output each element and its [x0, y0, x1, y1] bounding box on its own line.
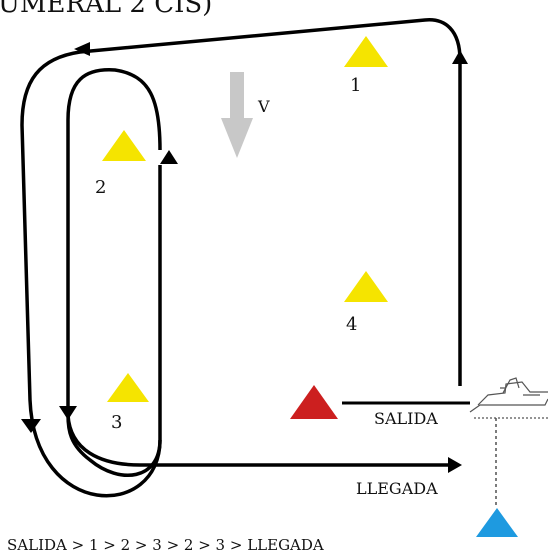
arrowhead-down-left-outer [21, 419, 41, 433]
buoy-2-marker-icon [102, 130, 146, 161]
start-label: SALIDA [374, 409, 438, 428]
buoy-4-label: 4 [346, 314, 357, 335]
wind-label: V [257, 97, 270, 116]
buoy-3-label: 3 [111, 412, 122, 433]
arrowhead-up-right [452, 50, 468, 64]
arrowhead-up-inner [160, 150, 178, 164]
buoy-1-label: 1 [350, 75, 361, 96]
wind-arrow-icon [221, 72, 253, 158]
course-outer-loop [20, 18, 462, 498]
buoy-2-label: 2 [95, 177, 106, 198]
buoy-1-marker-icon [344, 36, 388, 67]
course-inner-loop [66, 68, 162, 477]
buoy-4-marker-icon [344, 271, 388, 302]
arrowhead-right-finish [448, 457, 462, 473]
finish-label: LLEGADA [356, 479, 438, 498]
course-sequence: SALIDA > 1 > 2 > 3 > 2 > 3 > LLEGADA [7, 536, 324, 554]
start-pin-marker-icon [290, 385, 338, 419]
diagram-title: UMERAL 2 CIS) [0, 0, 212, 19]
buoy-3-marker-icon [107, 373, 149, 402]
committee-mark-icon [476, 508, 518, 537]
arrowhead-down-left-inner [59, 406, 77, 420]
arrowhead-left-top [74, 42, 90, 56]
course-finish-leg [66, 414, 448, 467]
committee-boat-icon [469, 377, 548, 419]
